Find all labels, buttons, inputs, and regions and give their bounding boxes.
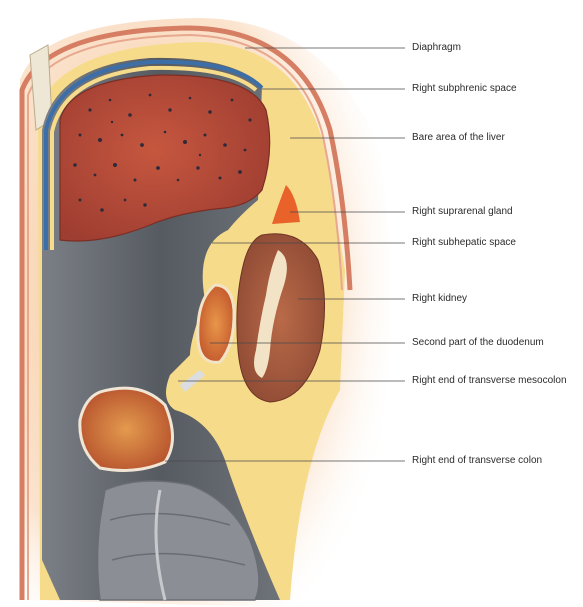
label-right-subphrenic-space: Right subphrenic space: [412, 83, 517, 95]
label-transverse-mesocolon: Right end of transverse mesocolon: [412, 375, 567, 387]
label-second-part-duodenum: Second part of the duodenum: [412, 337, 544, 349]
transverse-colon: [80, 388, 173, 470]
label-diaphragm: Diaphragm: [412, 42, 461, 54]
label-right-suprarenal-gland: Right suprarenal gland: [412, 206, 513, 218]
label-right-kidney: Right kidney: [412, 293, 467, 305]
label-right-subhepatic-space: Right subhepatic space: [412, 237, 516, 249]
label-bare-area-of-liver: Bare area of the liver: [412, 132, 505, 144]
label-transverse-colon: Right end of transverse colon: [412, 455, 542, 467]
